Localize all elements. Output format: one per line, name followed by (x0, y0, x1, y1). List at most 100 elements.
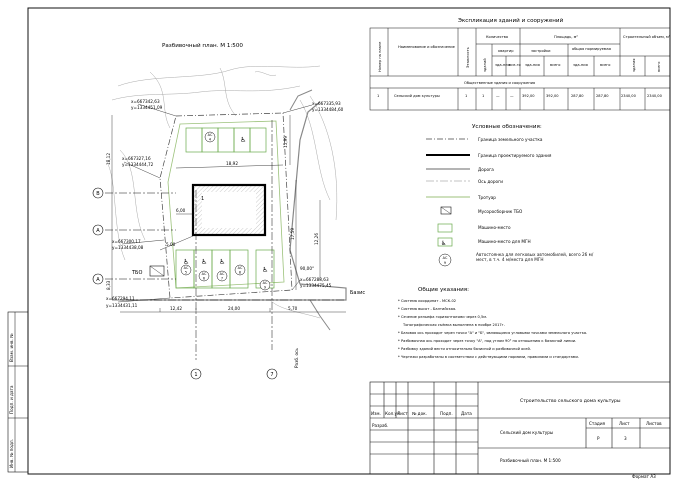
explication-table: Экспликация зданий и сооружений (369, 17, 671, 111)
header-area: Площадь, м² (554, 35, 578, 39)
parking-badge: АС 9 (259, 279, 271, 291)
header-norm-total: всего (600, 63, 610, 67)
accessibility-icon: ♿ (183, 258, 189, 266)
stamp-developer: Разраб. (372, 423, 388, 428)
parking-stalls-bottom (175, 249, 275, 289)
legend-swatches: ♿ АС 9 (426, 138, 470, 267)
accessibility-icon: ♿ (441, 240, 446, 247)
legend-item-sidewalk: Тротуар (477, 195, 496, 200)
svg-text:АС: АС (443, 256, 448, 260)
accessibility-icon: ♿ (262, 266, 268, 274)
accessibility-icon: ♿ (219, 258, 225, 266)
header-norm-building: зда-ния (573, 63, 588, 67)
svg-text:2340,00: 2340,00 (621, 94, 637, 98)
svg-text:АС: АС (208, 133, 213, 137)
svg-text:АС: АС (184, 266, 189, 270)
svg-text:А: А (96, 277, 100, 283)
land-boundary (159, 112, 293, 299)
coordinate-callouts: x=667342,63 y=1334451,09 x=667335,93 y=1… (106, 99, 344, 308)
sidebar-label-inv: Инв. № подл. (9, 439, 14, 468)
parking-badge: АС 8 (234, 264, 246, 276)
stamp-stage: Р (597, 436, 600, 441)
legend-item-parking-mgn: Машино-место для МГН (478, 239, 531, 244)
road (120, 89, 347, 331)
dim-top: 18,92 (226, 161, 238, 166)
coord-nw-x: x=667342,63 (131, 99, 160, 104)
axis-bubble-a1: А (92, 224, 104, 236)
axis-bubble-1: 1 (190, 368, 202, 380)
axis-bubble-a2: А (92, 273, 104, 285)
svg-text:1: 1 (194, 372, 197, 378)
coord-sw-x: x=667294,11 (106, 296, 135, 301)
base-label: Базис (350, 290, 365, 296)
svg-text:8: 8 (239, 271, 241, 275)
legend-item-trash: Мусоросборник ТБО (478, 209, 523, 214)
header-area-total: всего (550, 63, 560, 67)
dim-near2: 5,00 (166, 242, 176, 247)
stamp-col-list: Лист (397, 411, 408, 416)
header-vol-total: всего (657, 62, 661, 72)
coord-nw-y: y=1334451,09 (131, 105, 163, 110)
svg-text:392,00: 392,00 (522, 94, 535, 98)
coord-ne-y: y=1334484,60 (312, 107, 344, 112)
legend-item-building: Граница проектируемого здания (478, 153, 552, 158)
building: 1 (191, 183, 267, 237)
svg-text:А: А (96, 228, 100, 234)
dim-right: 15,99 (283, 136, 288, 148)
note-line: Топографическая съёмка выполнена в ноябр… (402, 323, 505, 327)
terrain-contours (105, 65, 338, 319)
sidebar-label-sign: Подп. и дата (9, 385, 14, 414)
svg-text:7: 7 (270, 372, 273, 378)
svg-text:АС: АС (263, 281, 268, 285)
explication-title: Экспликация зданий и сооружений (458, 17, 564, 24)
note-line: * Разбивку зданий вести относительно баз… (398, 347, 531, 351)
svg-text:9: 9 (264, 286, 266, 290)
parking-badge: АС 9 (438, 253, 452, 267)
stamp-sheet: 3 (624, 436, 627, 441)
stamp-sheet-header: Лист (619, 421, 630, 426)
base-line (105, 120, 346, 360)
note-line: * Базовая ось проходит через точки "А" и… (398, 331, 587, 335)
header-construction: застройки (531, 49, 551, 53)
dim-bottom1: 12,42 (170, 306, 182, 311)
header-floors: Этажность (466, 47, 470, 68)
stamp-col-sign: Подп. (440, 411, 453, 416)
svg-text:2340,00: 2340,00 (647, 94, 663, 98)
accessibility-icon: ♿ (201, 258, 207, 266)
stamp-col-izm: Изм. (371, 411, 381, 416)
plan-title: Разбивочный план. М 1:500 (162, 42, 243, 49)
stamp-col-doc: № док. (412, 411, 427, 416)
svg-text:1: 1 (377, 94, 379, 98)
notes-title: Общие указания: (418, 287, 469, 293)
axis-bubble-b: В (92, 187, 104, 199)
stamp-sheets-header: Листов (646, 421, 662, 426)
dim-right3: 12,26 (314, 233, 319, 245)
svg-text:АС: АС (220, 272, 225, 276)
axis-bubble-7: 7 (266, 368, 278, 380)
svg-text:7: 7 (221, 277, 223, 281)
svg-text:—: — (496, 94, 500, 98)
legend-item-lot: Автостоянка для легковых автомобилей, вс… (476, 252, 594, 262)
trash-bin-icon: ТБО (131, 265, 165, 277)
building-label: 1 (201, 196, 204, 202)
legend-title: Условные обозначения: (472, 124, 542, 130)
accessibility-icon: ♿ (240, 136, 246, 144)
dim-left: 18,12 (106, 153, 111, 165)
coord-w2-x: x=667300,17 (112, 239, 141, 244)
dim-lower-left: 8,33 (106, 280, 111, 290)
sidebar-label-replace: Взам. инв. № (9, 333, 14, 362)
dimension-lines (111, 115, 346, 313)
svg-text:392,00: 392,00 (546, 94, 559, 98)
sheet-frame (27, 7, 671, 475)
header-num: Номер на плане (378, 41, 382, 72)
header-normative: общая нормируемая (572, 47, 611, 51)
legend-item-boundary: Граница земельного участка (478, 137, 543, 142)
svg-text:1: 1 (482, 94, 484, 98)
note-line: * Разбивочная ось проходит через точку "… (398, 339, 576, 343)
dim-bottom3: 5,70 (288, 306, 298, 311)
stamp-object: Сельский дом культуры (500, 430, 553, 435)
svg-text:1: 1 (465, 94, 467, 98)
parking-badges: АС 4 АС 5 АС 6 АС 7 АС 8 (180, 131, 271, 291)
title-block: Изм. Кол.уч Лист № док. Подп. Дата Разра… (369, 381, 671, 479)
